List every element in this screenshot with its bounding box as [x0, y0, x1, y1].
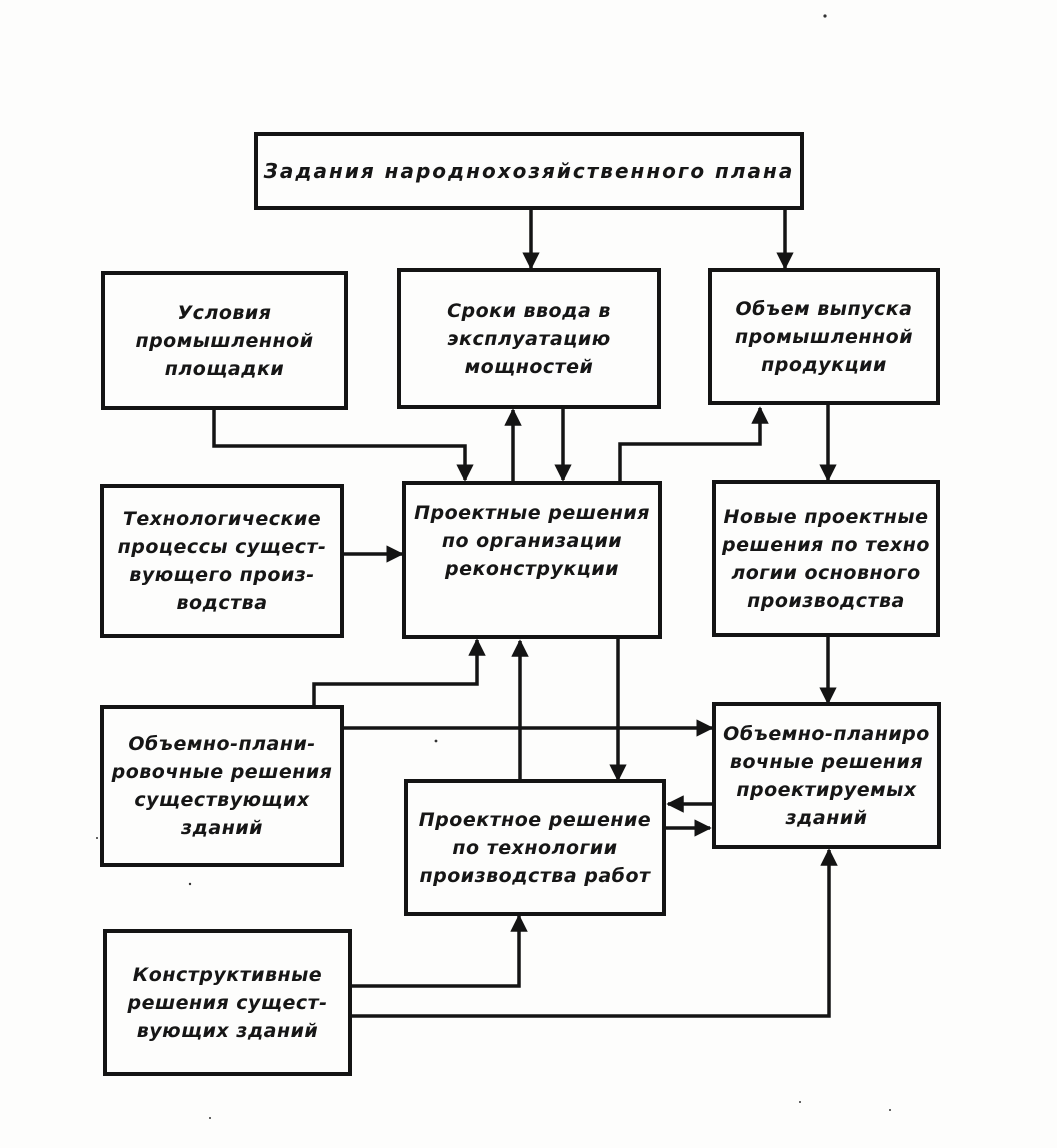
node-existing-structures-label: Конструктивные решения сущест- вующих зд…	[127, 963, 328, 1042]
node-output-volume: Объем выпуска промышленной продукции	[708, 268, 940, 405]
node-existing-processes: Технологические процессы сущест- вующего…	[100, 484, 344, 638]
node-reconstruction-org: Проектные решения по организации реконст…	[402, 481, 662, 639]
node-existing-processes-label: Технологические процессы сущест- вующего…	[117, 508, 327, 614]
node-commissioning-terms-label: Сроки ввода в эксплуатацию мощностей	[447, 299, 611, 378]
node-designed-buildings-planning: Объемно-планиро вочные решения проектиру…	[712, 702, 941, 849]
node-new-tech-solutions: Новые проектные решения по техно логии о…	[712, 480, 940, 637]
node-output-volume-label: Объем выпуска промышленной продукции	[734, 297, 914, 376]
arrow-existing-buildings-to-reconstruction	[312, 638, 486, 712]
node-plan-tasks: Задания народнохозяйственного плана	[254, 132, 804, 210]
node-existing-structures: Конструктивные решения сущест- вующих зд…	[103, 929, 352, 1076]
node-work-technology-label: Проектное решение по технологии производ…	[418, 808, 652, 887]
node-reconstruction-org-label: Проектные решения по организации реконст…	[414, 502, 650, 580]
arrow-reconstruction-to-output	[618, 406, 769, 482]
node-new-tech-solutions-label: Новые проектные решения по техно логии о…	[722, 505, 930, 612]
node-commissioning-terms: Сроки ввода в эксплуатацию мощностей	[397, 268, 661, 409]
arrow-site-to-reconstruction	[212, 408, 474, 482]
node-existing-buildings-planning-label: Объемно-плани- ровочные решения существу…	[111, 733, 333, 839]
node-designed-buildings-planning-label: Объемно-планиро вочные решения проектиру…	[723, 722, 930, 829]
node-site-conditions: Условия промышленной площадки	[101, 271, 348, 410]
node-work-technology: Проектное решение по технологии производ…	[404, 779, 666, 916]
arrow-structures-to-work	[350, 914, 528, 988]
arrow-structures-to-designed	[350, 848, 838, 1018]
node-existing-buildings-planning: Объемно-плани- ровочные решения существу…	[100, 705, 344, 867]
node-site-conditions-label: Условия промышленной площадки	[135, 301, 314, 380]
node-plan-tasks-label: Задания народнохозяйственного плана	[263, 159, 795, 183]
